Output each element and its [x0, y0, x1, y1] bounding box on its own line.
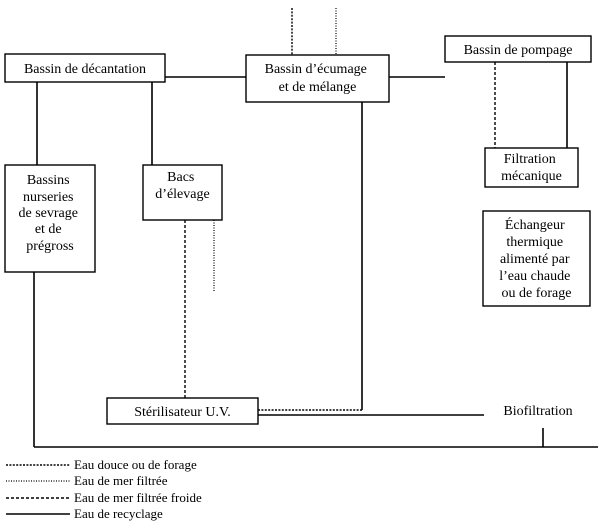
node-bacs: Bacs d’élevage	[142, 164, 223, 221]
node-decantation: Bassin de décantation	[4, 53, 166, 83]
bacs-label-0: Bacs	[167, 170, 194, 185]
svg-text:Échangeur thermique: Échangeur thermique alimenté par l’eau c…	[499, 216, 574, 301]
svg-text:Biofiltration: Biofiltration	[503, 404, 572, 419]
nurseries-label-4: prégross	[26, 239, 73, 254]
legend-label-fine: Eau de mer filtrée	[74, 473, 168, 488]
node-nurseries: Bassins nurseries de sevrage et de prégr…	[4, 164, 96, 273]
svg-text:Bassin de décantation: Bassin de décantation	[24, 62, 146, 77]
legend-item-fine: Eau de mer filtrée	[6, 473, 168, 488]
svg-text:Bassin d’écumage et de m: Bassin d’écumage et de mélange	[265, 62, 371, 95]
nurseries-label-2: de sevrage	[19, 206, 78, 221]
legend-item-dash: Eau de mer filtrée froide	[6, 490, 202, 505]
legend-label-dense: Eau douce ou de forage	[74, 457, 197, 472]
nurseries-label-1: nurseries	[23, 190, 74, 205]
svg-text:Filtration mécanique: Filtration mécanique	[501, 152, 562, 184]
pompage-label-0: Bassin de pompage	[464, 43, 573, 58]
echangeur-label-0: Échangeur	[505, 216, 565, 233]
connections	[33, 8, 598, 448]
filtration-label-0: Filtration	[504, 152, 556, 167]
ecumage-label-0: Bassin d’écumage	[265, 62, 367, 77]
node-biofiltration: Biofiltration	[503, 404, 572, 419]
legend-item-solid: Eau de recyclage	[6, 506, 163, 521]
node-pompage: Bassin de pompage	[444, 35, 592, 63]
node-ecumage: Bassin d’écumage et de mélange	[245, 54, 390, 103]
echangeur-label-2: alimenté par	[500, 252, 570, 267]
node-filtration: Filtration mécanique	[484, 147, 579, 188]
echangeur-label-4: ou de forage	[502, 286, 572, 301]
filtration-label-1: mécanique	[501, 169, 562, 184]
legend-label-dash: Eau de mer filtrée froide	[74, 490, 202, 505]
legend-label-solid: Eau de recyclage	[74, 506, 163, 521]
node-sterilisateur: Stérilisateur U.V.	[106, 397, 259, 425]
svg-text:Bassins nurseries: Bassins nurseries de sevrage et de prégr…	[19, 173, 82, 254]
bacs-label-1: d’élevage	[155, 187, 209, 202]
echangeur-label-1: thermique	[506, 235, 563, 250]
sterilisateur-label-0: Stérilisateur U.V.	[134, 405, 231, 420]
node-echangeur: Échangeur thermique alimenté par l’eau c…	[482, 210, 591, 307]
nurseries-label-0: Bassins	[27, 173, 70, 188]
svg-text:Bacs d’élevage: Bacs d’élevage	[155, 170, 209, 202]
biofiltration-label-0: Biofiltration	[503, 404, 572, 419]
nurseries-label-3: et de	[35, 222, 62, 237]
legend-item-dense: Eau douce ou de forage	[6, 457, 197, 472]
ecumage-label-1: et de mélange	[279, 80, 357, 95]
legend: Eau douce ou de forage Eau de mer filtré…	[6, 457, 202, 521]
decantation-label-0: Bassin de décantation	[24, 62, 146, 77]
svg-text:Stérilisateur U.V.: Stérilisateur U.V.	[134, 405, 231, 420]
svg-text:Bassin de pompage: Bassin de pompage	[464, 43, 573, 58]
echangeur-label-3: l’eau chaude	[499, 269, 570, 284]
